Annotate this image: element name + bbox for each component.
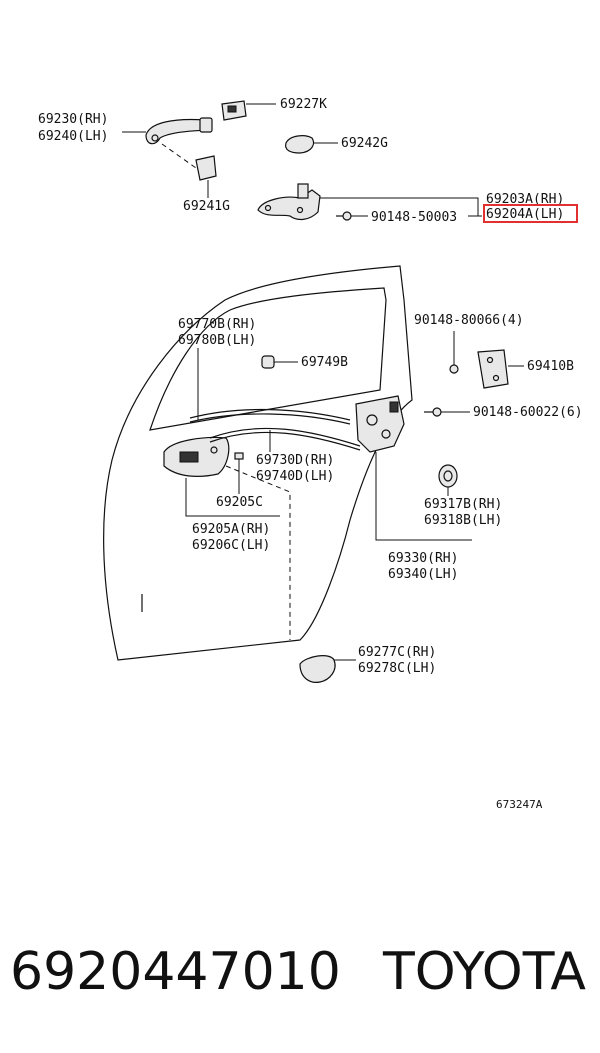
label-69730D: 69730D(RH) bbox=[256, 453, 334, 468]
brand-name: TOYOTA bbox=[383, 942, 586, 1002]
label-69340: 69340(LH) bbox=[388, 567, 458, 582]
label-69204A: 69204A(LH) bbox=[486, 207, 564, 222]
clip-69205C bbox=[234, 452, 244, 460]
label-90148-50003: 90148-50003 bbox=[371, 210, 457, 225]
label-69317B: 69317B(RH) bbox=[424, 497, 502, 512]
lock-cover bbox=[299, 655, 336, 683]
cables bbox=[189, 408, 361, 451]
outside-handle bbox=[145, 117, 213, 145]
label-69205A: 69205A(RH) bbox=[192, 522, 270, 537]
label-69241G: 69241G bbox=[183, 199, 230, 214]
label-69330: 69330(RH) bbox=[388, 551, 458, 566]
label-69205C: 69205C bbox=[216, 495, 263, 510]
screw-60022 bbox=[424, 407, 442, 417]
label-69206C: 69206C(LH) bbox=[192, 538, 270, 553]
cable-clamp bbox=[261, 355, 275, 369]
label-69318B: 69318B(LH) bbox=[424, 513, 502, 528]
handle-pad bbox=[285, 135, 315, 154]
inside-handle bbox=[163, 436, 230, 477]
label-69749B: 69749B bbox=[301, 355, 348, 370]
handle-frame bbox=[257, 183, 321, 221]
highlight-box bbox=[483, 204, 578, 223]
label-69278C: 69278C(LH) bbox=[358, 661, 436, 676]
door-outline bbox=[103, 265, 413, 661]
label-69277C: 69277C(RH) bbox=[358, 645, 436, 660]
door-lock bbox=[355, 395, 405, 453]
label-69410B: 69410B bbox=[527, 359, 574, 374]
grommet bbox=[438, 464, 458, 488]
label-69227K: 69227K bbox=[280, 97, 327, 112]
label-90148-80066: 90148-80066(4) bbox=[414, 313, 524, 328]
footer: 6920447010 TOYOTA bbox=[0, 932, 600, 1012]
handle-cap bbox=[221, 100, 247, 121]
label-69780B: 69780B(LH) bbox=[178, 333, 256, 348]
striker bbox=[477, 349, 509, 389]
label-69740D: 69740D(LH) bbox=[256, 469, 334, 484]
label-69203A: 69203A(RH) bbox=[486, 192, 564, 207]
label-90148-60022: 90148-60022(6) bbox=[473, 405, 583, 420]
screw-50003 bbox=[336, 211, 352, 221]
handle-gasket bbox=[195, 155, 217, 181]
label-69230: 69230(RH) bbox=[38, 112, 108, 127]
parts-diagram: 69227K 69230(RH) 69240(LH) 69242G 69241G… bbox=[38, 97, 583, 811]
label-69770B: 69770B(RH) bbox=[178, 317, 256, 332]
label-69242G: 69242G bbox=[341, 136, 388, 151]
part-number: 6920447010 bbox=[10, 942, 341, 1002]
screw-80066 bbox=[449, 364, 459, 374]
label-69240: 69240(LH) bbox=[38, 129, 108, 144]
diagram-id: 673247A bbox=[496, 798, 543, 811]
